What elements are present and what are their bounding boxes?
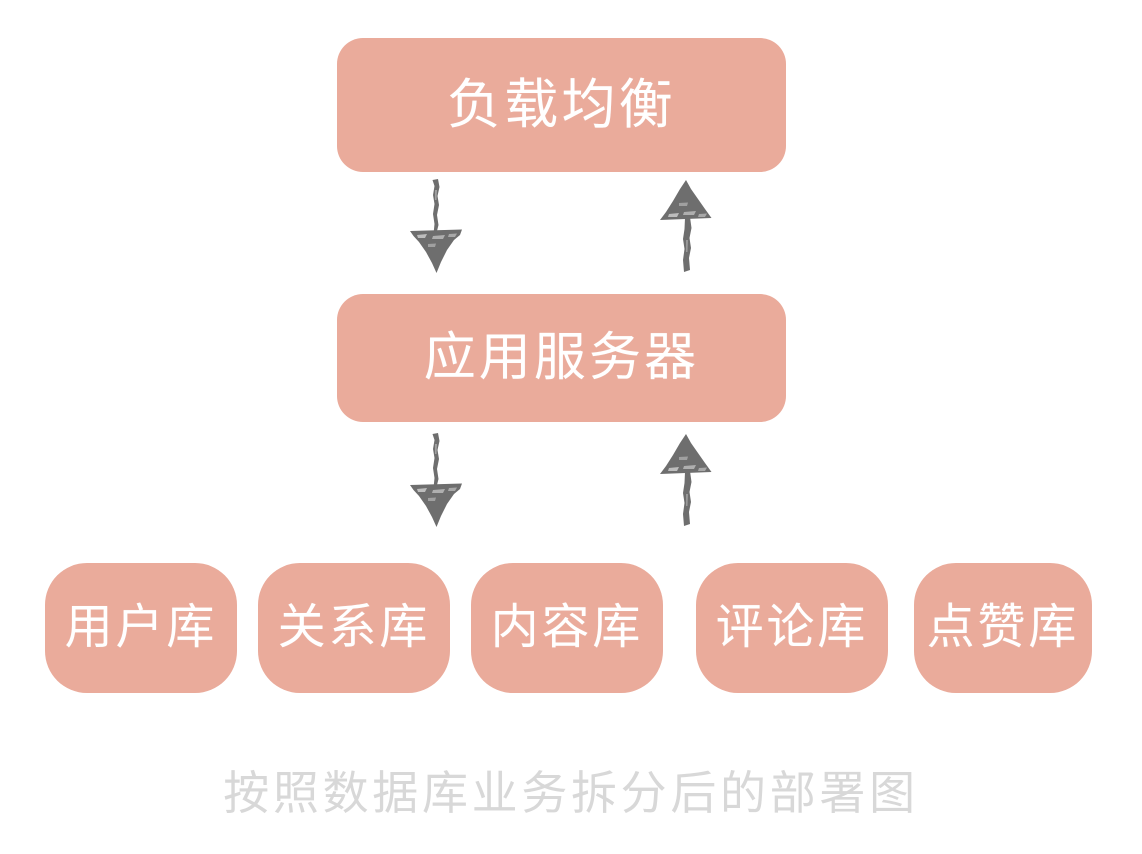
arrow-database-to-app-server-up bbox=[655, 432, 717, 530]
node-database-content[interactable]: 内容库 bbox=[471, 563, 663, 693]
node-database-like-label: 点赞库 bbox=[926, 601, 1080, 654]
node-load-balancer-label: 负载均衡 bbox=[447, 75, 676, 135]
node-database-comment-label: 评论库 bbox=[715, 601, 869, 654]
node-database-relationship[interactable]: 关系库 bbox=[258, 563, 450, 693]
arrow-app-server-to-load-balancer-up bbox=[655, 178, 717, 276]
node-load-balancer[interactable]: 负载均衡 bbox=[337, 38, 786, 172]
node-database-relationship-label: 关系库 bbox=[277, 601, 431, 654]
node-database-content-label: 内容库 bbox=[490, 601, 644, 654]
node-app-server-label: 应用服务器 bbox=[423, 329, 700, 387]
arrow-app-server-to-database-down bbox=[405, 432, 467, 530]
node-database-user[interactable]: 用户库 bbox=[45, 563, 237, 693]
diagram-caption: 按照数据库业务拆分后的部署图 bbox=[223, 767, 919, 819]
node-database-comment[interactable]: 评论库 bbox=[696, 563, 888, 693]
arrow-load-balancer-to-app-server-down bbox=[405, 178, 467, 276]
node-app-server[interactable]: 应用服务器 bbox=[337, 294, 786, 422]
node-database-user-label: 用户库 bbox=[64, 601, 218, 654]
node-database-like[interactable]: 点赞库 bbox=[914, 563, 1092, 693]
